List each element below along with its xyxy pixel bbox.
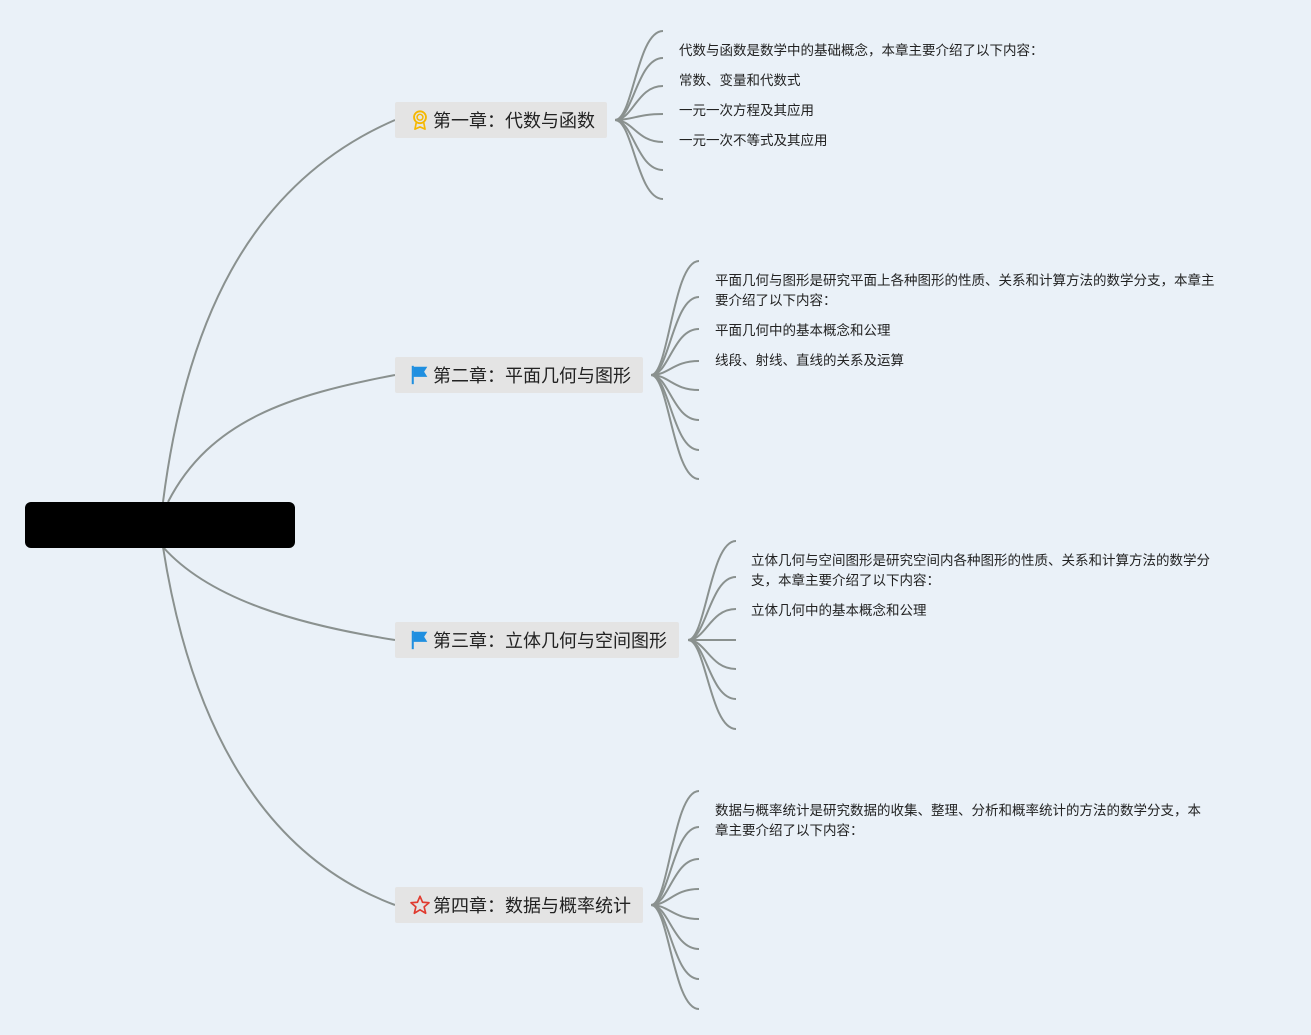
flag-icon [409,629,431,651]
leaf-item[interactable]: 数据与概率统计是研究数据的收集、整理、分析和概率统计的方法的数学分支，本章主要介… [715,803,1201,839]
leaf-item[interactable]: 代数与函数是数学中的基础概念，本章主要介绍了以下内容： [679,43,1044,59]
leaf-item[interactable]: 立体几何中的基本概念和公理 [751,603,927,619]
branch-connector-3-2 [687,576,737,641]
leaf-item[interactable]: 平面几何中的基本概念和公理 [715,323,891,339]
branch-connector-3-1 [687,540,737,641]
root-connector-1 [162,119,396,503]
branch-connector-2-2 [650,296,700,376]
chapter-title: 第二章：平面几何与图形 [433,366,631,387]
award-ribbon-icon [409,109,431,131]
chapter-title: 第一章：代数与函数 [433,111,595,132]
branch-connector-4-1 [650,790,700,906]
branch-connector-4-2 [650,826,700,906]
root-connector-4 [162,546,396,906]
leaf-item[interactable]: 常数、变量和代数式 [679,73,801,89]
branch-connector-3-7 [687,639,737,730]
chapter-title: 第三章：立体几何与空间图形 [433,631,667,652]
chapter-node-4[interactable]: 第四章：数据与概率统计 [395,887,643,923]
branch-connector-1-6 [614,119,664,171]
leaf-item[interactable]: 一元一次方程及其应用 [679,103,814,119]
root-node[interactable] [25,502,295,548]
leaf-item[interactable]: 平面几何与图形是研究平面上各种图形的性质、关系和计算方法的数学分支，本章主要介绍… [715,273,1215,309]
branch-connector-1-7 [614,119,664,200]
branch-connector-4-8 [650,904,700,1010]
chapter-node-2[interactable]: 第二章：平面几何与图形 [395,357,643,393]
branch-connector-2-1 [650,260,700,376]
star-outline-icon [409,894,431,916]
leaf-item[interactable]: 线段、射线、直线的关系及运算 [715,353,904,369]
leaf-item[interactable]: 立体几何与空间图形是研究空间内各种图形的性质、关系和计算方法的数学分支，本章主要… [751,553,1210,589]
root-connector-2 [167,374,396,503]
chapter-node-3[interactable]: 第三章：立体几何与空间图形 [395,622,679,658]
branch-connector-1-1 [614,30,664,121]
chapter-title: 第四章：数据与概率统计 [433,896,631,917]
flag-icon [409,364,431,386]
branch-connector-2-8 [650,374,700,480]
chapter-node-1[interactable]: 第一章：代数与函数 [395,102,607,138]
root-connector-3 [162,546,396,641]
leaf-item[interactable]: 一元一次不等式及其应用 [679,133,828,149]
branch-connector-3-6 [687,639,737,700]
